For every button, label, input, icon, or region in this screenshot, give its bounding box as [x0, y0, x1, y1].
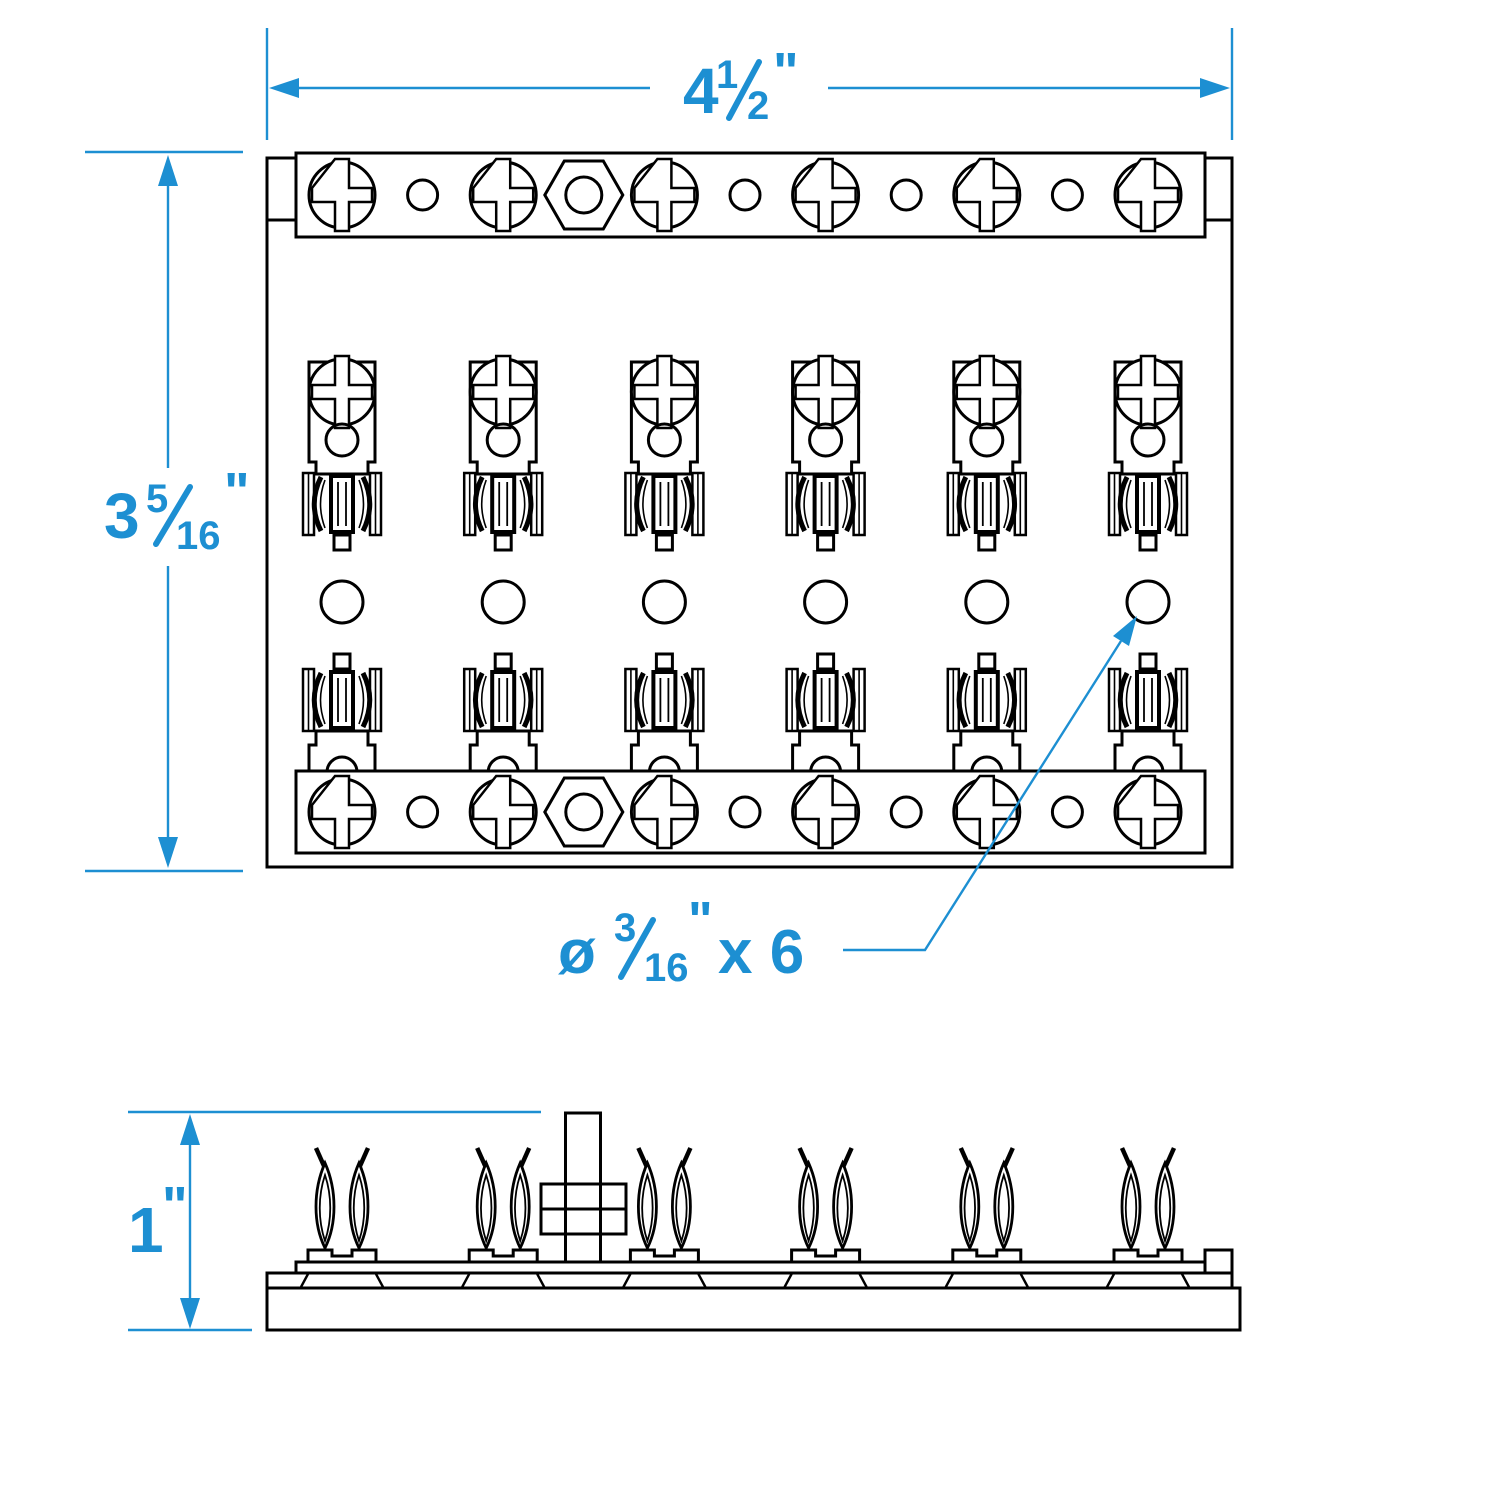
fuse-position-lower	[948, 654, 1026, 787]
side-height-unit: "	[162, 1176, 188, 1236]
bar-hole	[1050, 178, 1084, 212]
fuse-position-upper	[303, 356, 381, 550]
leader-arrowhead	[1113, 616, 1137, 646]
side-view	[265, 1111, 1242, 1332]
terminal-screw	[629, 157, 699, 233]
terminal-screw	[468, 774, 538, 850]
fuse-position-upper	[625, 356, 703, 550]
arrowhead-down	[180, 1298, 200, 1329]
fraction-slash	[726, 59, 762, 121]
arrowhead-down	[158, 837, 178, 868]
arrowhead-right	[1200, 78, 1230, 98]
base-slab	[265, 1286, 1242, 1332]
terminal-screw	[791, 157, 861, 233]
fuse-position-upper	[787, 356, 865, 550]
arrowhead-up	[180, 1114, 200, 1145]
note-numerator: 3	[614, 906, 636, 950]
height-whole: 3	[104, 480, 140, 552]
note-multiplier: x 6	[718, 918, 804, 987]
end-tab-profile	[1203, 1248, 1234, 1275]
leader-line	[843, 640, 1123, 952]
mounting-hole	[641, 579, 687, 625]
fraction-slash	[618, 917, 656, 980]
mounting-hole	[1125, 579, 1171, 625]
fuse-position-lower	[625, 654, 703, 787]
height-denominator: 16	[176, 514, 221, 558]
terminal-screw	[952, 157, 1022, 233]
bar-hole	[889, 178, 923, 212]
terminal-screw	[629, 774, 699, 850]
mounting-hole	[319, 579, 365, 625]
side-height-whole: 1	[128, 1194, 164, 1266]
fuse-position-upper	[464, 356, 542, 550]
dimension-width: 4 1 2 "	[265, 28, 1234, 140]
terminal-stud	[564, 1111, 602, 1264]
height-unit: "	[224, 462, 250, 522]
height-numerator: 5	[146, 477, 168, 521]
fuse-position-lower	[1109, 654, 1187, 787]
fuse-position-lower	[787, 654, 865, 787]
bar-hole	[406, 178, 440, 212]
mounting-hole	[803, 579, 849, 625]
fraction-slash	[153, 484, 193, 547]
hole-annotation: ø 3 16 " x 6	[558, 616, 1137, 990]
bar-hole	[1050, 795, 1084, 829]
arrowhead-left	[269, 78, 299, 98]
width-unit: "	[773, 42, 799, 102]
dimension-side-height: 1 "	[128, 1110, 541, 1332]
bar-hole	[728, 795, 762, 829]
mounting-hole	[964, 579, 1010, 625]
terminal-screw	[307, 774, 377, 850]
terminal-screw	[307, 157, 377, 233]
arrowhead-up	[158, 155, 178, 186]
base-mid-layer	[265, 1271, 1234, 1290]
terminal-screw	[1113, 157, 1183, 233]
fuse-block-body	[265, 156, 1234, 869]
fuse-position-lower	[464, 654, 542, 787]
mounting-hole	[480, 579, 526, 625]
note-unit: "	[688, 892, 713, 950]
bar-hole	[889, 795, 923, 829]
width-numerator: 1	[716, 53, 738, 97]
bus-bar-profile	[294, 1260, 1207, 1275]
width-whole: 4	[683, 55, 719, 127]
bar-hole	[728, 178, 762, 212]
note-denominator: 16	[644, 946, 689, 990]
top-view	[265, 151, 1234, 869]
terminal-screw	[952, 774, 1022, 850]
terminal-screw	[791, 774, 861, 850]
fuse-position-lower	[303, 654, 381, 787]
dimension-height: 3 5 16 "	[85, 150, 250, 873]
note-diameter-symbol: ø	[558, 918, 596, 987]
fuse-position-upper	[1109, 356, 1187, 550]
width-denominator: 2	[747, 84, 769, 128]
fuse-position-upper	[948, 356, 1026, 550]
terminal-screw	[468, 157, 538, 233]
terminal-screw	[1113, 774, 1183, 850]
bar-hole	[406, 795, 440, 829]
